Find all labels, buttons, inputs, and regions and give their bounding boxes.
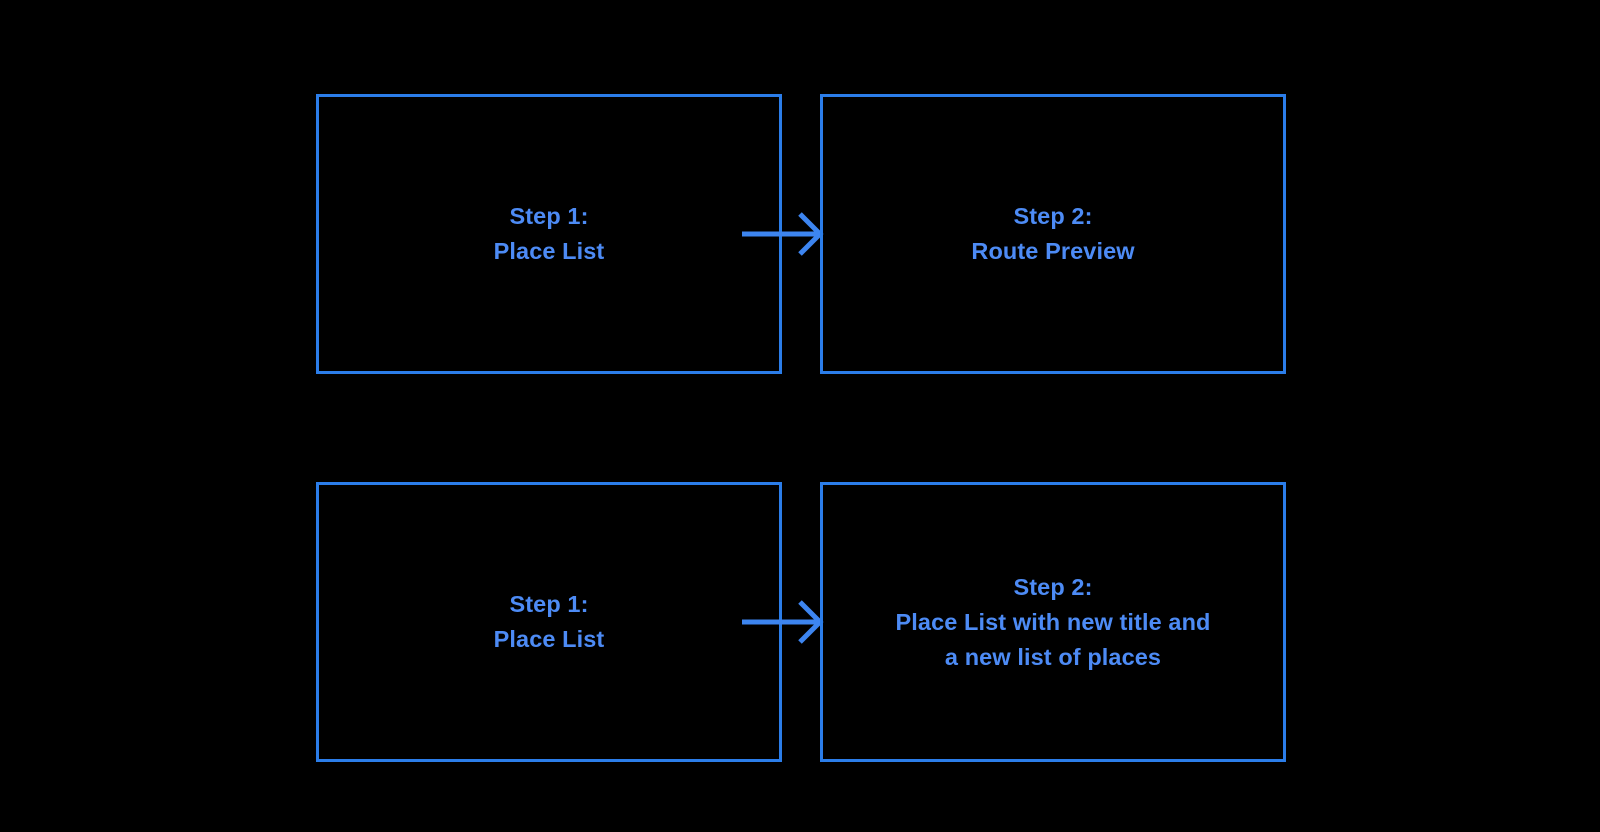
- arrow-head: [798, 600, 824, 644]
- flow-row-route-preview: Step 1: Place List Step 2: Route Preview: [0, 94, 1600, 374]
- step-box-bottom-step-2[interactable]: Step 2: Place List with new title and a …: [820, 482, 1286, 762]
- step-box-label: Step 1: Place List: [493, 591, 605, 652]
- step-box-top-step-2[interactable]: Step 2: Route Preview: [820, 94, 1286, 374]
- arrow-head: [798, 212, 824, 256]
- step-box-top-step-1[interactable]: Step 1: Place List: [316, 94, 782, 374]
- step-box-bottom-step-1[interactable]: Step 1: Place List: [316, 482, 782, 762]
- flow-row-place-list-update: Step 1: Place List Step 2: Place List wi…: [0, 482, 1600, 762]
- step-box-label: Step 2: Route Preview: [971, 203, 1135, 264]
- step-box-label: Step 1: Place List: [493, 203, 605, 264]
- step-box-label: Step 2: Place List with new title and a …: [895, 573, 1211, 670]
